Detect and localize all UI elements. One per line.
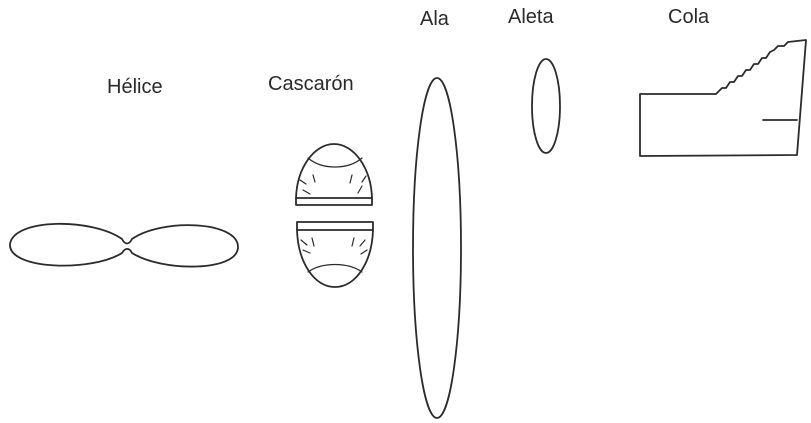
cascaron-lower-shell — [297, 222, 373, 287]
ala-shape — [413, 78, 461, 418]
helice-shape — [10, 224, 238, 267]
cola-shape — [640, 40, 806, 156]
cascaron-upper-shell — [296, 144, 372, 205]
aleta-shape — [532, 59, 560, 153]
